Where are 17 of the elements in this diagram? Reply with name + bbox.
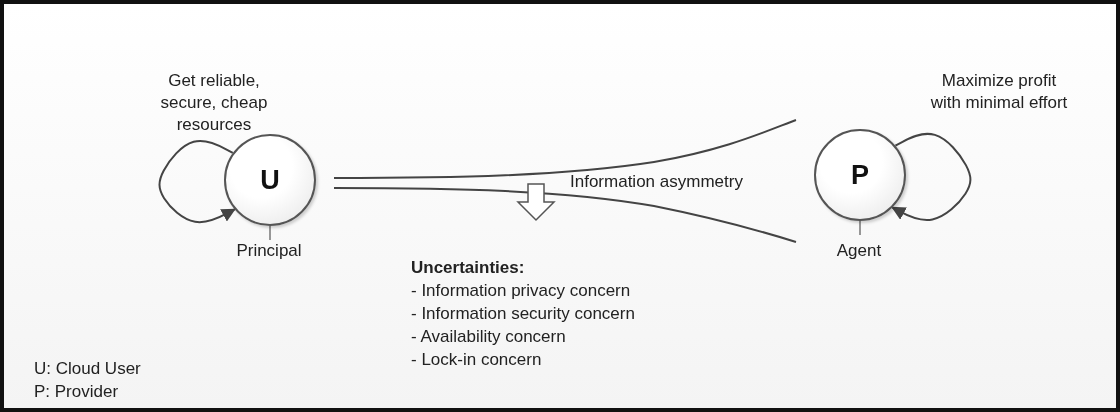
goal-text: Get reliable, secure, cheap resources — [159, 70, 269, 136]
self-loop-arrow — [891, 132, 972, 222]
list-item: - Availability concern — [411, 326, 566, 348]
role-label: Agent — [835, 240, 883, 262]
heading: Uncertainties: — [411, 257, 525, 279]
list-item: - Information privacy concern — [411, 280, 631, 302]
role-label: Principal — [235, 240, 303, 262]
key-text: U: Cloud User — [34, 358, 141, 380]
circle-node — [224, 134, 316, 226]
list-item: - Lock-in concern — [411, 349, 542, 371]
key-text: P: Provider — [34, 381, 119, 403]
funnel-label: Information asymmetry — [570, 171, 743, 193]
node-letter: U — [260, 164, 280, 196]
list-item: - Information security concern — [411, 303, 635, 325]
node-letter: P — [851, 159, 869, 191]
self-loop-arrow — [158, 139, 236, 224]
goal-text: Maximize profit with minimal effort — [929, 70, 1069, 114]
